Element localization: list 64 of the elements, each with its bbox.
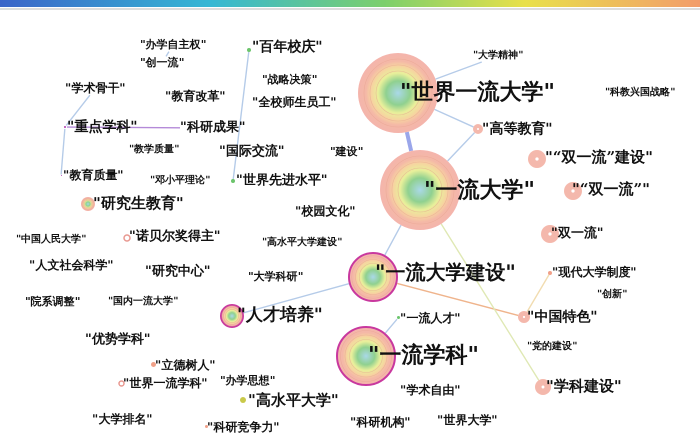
keyword-label: "科研机构" [350, 414, 411, 430]
keyword-label: "研究中心" [145, 264, 211, 280]
keyword-label: "“双一流”" [572, 180, 650, 198]
keyword-label: "国内一流大学" [108, 296, 178, 308]
keyword-label: "大学精神" [473, 50, 524, 62]
link-line [67, 126, 180, 128]
keyword-label: "创一流" [140, 56, 184, 70]
keyword-label: "世界先进水平" [236, 173, 328, 189]
keyword-label: "高等教育" [482, 120, 553, 138]
keyword-label: "百年校庆" [252, 38, 323, 56]
keyword-label: "院系调整" [25, 295, 80, 309]
keyword-label: "双一流" [551, 226, 604, 242]
keyword-label: "战略决策" [262, 73, 318, 87]
link-line [435, 61, 482, 80]
keyword-label: "学术骨干" [65, 80, 126, 96]
keyword-label: "高水平大学" [248, 391, 339, 409]
keyword-label: "中国人民大学" [16, 234, 86, 246]
link-line [447, 132, 476, 162]
keyword-label: "科研成果" [180, 120, 246, 136]
keyword-label: "现代大学制度" [552, 264, 637, 280]
keyword-label: "国际交流" [219, 144, 285, 160]
keyword-label: "全校师生员工" [252, 94, 337, 110]
keyword-label: "世界一流学科" [123, 376, 208, 390]
keyword-label: "一流人才" [400, 310, 461, 326]
link-line [60, 128, 66, 175]
keyword-label: "教学质量" [129, 144, 180, 156]
keyword-label: "学术自由" [400, 382, 461, 398]
link-line [384, 318, 398, 334]
keyword-label: "“双一流”建设" [545, 148, 653, 166]
keyword-label: "学科建设" [546, 377, 622, 395]
link-line [404, 132, 414, 152]
keyword-label: "科教兴国战略" [605, 87, 676, 99]
link-line [243, 283, 350, 314]
keyword-label: "立德树人" [155, 358, 216, 372]
keyword-label: "党的建设" [527, 341, 578, 353]
keyword-label: "办学自主权" [140, 38, 206, 52]
keyword-label: "创新" [597, 289, 628, 301]
keyword-label: "中国特色" [527, 308, 598, 326]
link-line [434, 108, 474, 128]
link-line [440, 224, 540, 381]
link-line [384, 224, 402, 256]
link-line [396, 282, 518, 316]
keyword-label: "高水平大学建设" [262, 237, 342, 249]
keyword-label: "教育质量" [63, 168, 124, 182]
keyword-label: "一流大学" [424, 176, 535, 204]
link-line [232, 52, 250, 180]
keyword-label: "科研竞争力" [207, 420, 280, 434]
keyword-label: "研究生教育" [93, 194, 184, 212]
keyword-label: "重点学科" [67, 118, 138, 136]
keyword-label: "大学排名" [92, 412, 153, 426]
keyword-label: "大学科研" [248, 270, 304, 284]
keyword-label: "诺贝尔奖得主" [129, 229, 221, 245]
link-line [165, 51, 170, 57]
link-line [66, 94, 90, 126]
keyword-label: "优势学科" [85, 332, 151, 348]
keyword-label: "邓小平理论" [150, 175, 210, 187]
keyword-label: "世界一流大学" [400, 78, 555, 106]
keyword-label: "校园文化" [295, 204, 356, 218]
keyword-label: "人文社会科学" [29, 258, 114, 272]
link-line [526, 274, 550, 312]
keyword-label: "建设" [330, 145, 364, 159]
keyword-label: "教育改革" [165, 88, 226, 104]
keyword-label: "办学思想" [220, 374, 276, 388]
keyword-label: "世界大学" [437, 412, 498, 428]
